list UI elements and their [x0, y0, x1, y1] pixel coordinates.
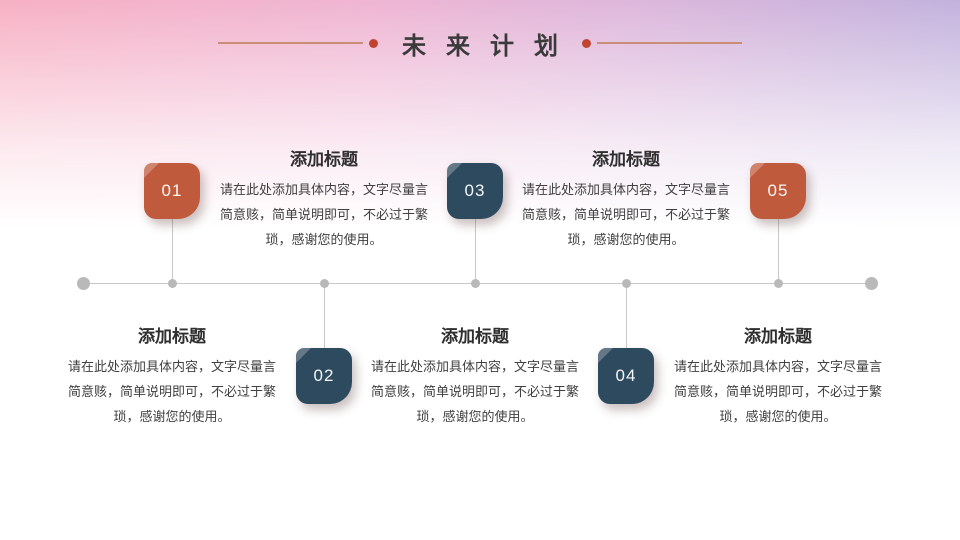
- timeline-node-dot-icon: [471, 279, 480, 288]
- title-dot-left-icon: [369, 38, 378, 48]
- step-text-block: 添加标题 请在此处添加具体内容，文字尽量言简意赅，简单说明即可，不必过于繁琐，感…: [217, 145, 431, 252]
- step-body: 请在此处添加具体内容，文字尽量言简意赅，简单说明即可，不必过于繁琐，感谢您的使用…: [219, 182, 428, 247]
- step-heading: 添加标题: [138, 327, 206, 346]
- page-title: 未来计划: [402, 32, 578, 60]
- timeline-item: 01 添加标题 请在此处添加具体内容，文字尽量言简意赅，简单说明即可，不必过于繁…: [65, 0, 279, 540]
- timeline-item: 04 添加标题 请在此处添加具体内容，文字尽量言简意赅，简单说明即可，不必过于繁…: [519, 0, 733, 540]
- title-dot-right-icon: [582, 38, 591, 48]
- timeline-item: 05 添加标题 请在此处添加具体内容，文字尽量言简意赅，简单说明即可，不必过于繁…: [671, 0, 885, 540]
- step-number: 04: [615, 366, 637, 385]
- step-text-block: 添加标题 请在此处添加具体内容，文字尽量言简意赅，简单说明即可，不必过于繁琐，感…: [671, 322, 885, 429]
- title-row: 未来计划: [0, 28, 960, 60]
- timeline-end-dot-icon: [865, 277, 878, 290]
- connector-line: [324, 284, 325, 348]
- step-body: 请在此处添加具体内容，文字尽量言简意赅，简单说明即可，不必过于繁琐，感谢您的使用…: [521, 182, 730, 247]
- step-number: 03: [464, 181, 486, 200]
- timeline-node-dot-icon: [168, 279, 177, 288]
- timeline-node-dot-icon: [774, 279, 783, 288]
- step-text-block: 添加标题 请在此处添加具体内容，文字尽量言简意赅，简单说明即可，不必过于繁琐，感…: [368, 322, 582, 429]
- step-number-badge: 02: [296, 348, 352, 404]
- timeline-item: 02 添加标题 请在此处添加具体内容，文字尽量言简意赅，简单说明即可，不必过于繁…: [217, 0, 431, 540]
- step-heading: 添加标题: [744, 327, 812, 346]
- connector-line: [475, 219, 476, 283]
- step-heading: 添加标题: [592, 150, 660, 169]
- timeline-start-dot-icon: [77, 277, 90, 290]
- step-body: 请在此处添加具体内容，文字尽量言简意赅，简单说明即可，不必过于繁琐，感谢您的使用…: [370, 359, 579, 424]
- connector-line: [172, 219, 173, 283]
- connector-line: [778, 219, 779, 283]
- step-body: 请在此处添加具体内容，文字尽量言简意赅，简单说明即可，不必过于繁琐，感谢您的使用…: [673, 359, 882, 424]
- step-text-block: 添加标题 请在此处添加具体内容，文字尽量言简意赅，简单说明即可，不必过于繁琐，感…: [65, 322, 279, 429]
- timeline-node-dot-icon: [320, 279, 329, 288]
- step-number-badge: 05: [750, 163, 806, 219]
- title-divider-line-left: [218, 42, 363, 44]
- step-heading: 添加标题: [290, 150, 358, 169]
- timeline-node-dot-icon: [622, 279, 631, 288]
- connector-line: [626, 284, 627, 348]
- step-number-badge: 04: [598, 348, 654, 404]
- timeline-item: 03 添加标题 请在此处添加具体内容，文字尽量言简意赅，简单说明即可，不必过于繁…: [368, 0, 582, 540]
- step-body: 请在此处添加具体内容，文字尽量言简意赅，简单说明即可，不必过于繁琐，感谢您的使用…: [67, 359, 276, 424]
- step-number-badge: 01: [144, 163, 200, 219]
- step-heading: 添加标题: [441, 327, 509, 346]
- step-number: 05: [767, 181, 789, 200]
- step-number-badge: 03: [447, 163, 503, 219]
- step-number: 01: [161, 181, 183, 200]
- title-divider-line-right: [597, 42, 742, 44]
- step-text-block: 添加标题 请在此处添加具体内容，文字尽量言简意赅，简单说明即可，不必过于繁琐，感…: [519, 145, 733, 252]
- step-number: 02: [313, 366, 335, 385]
